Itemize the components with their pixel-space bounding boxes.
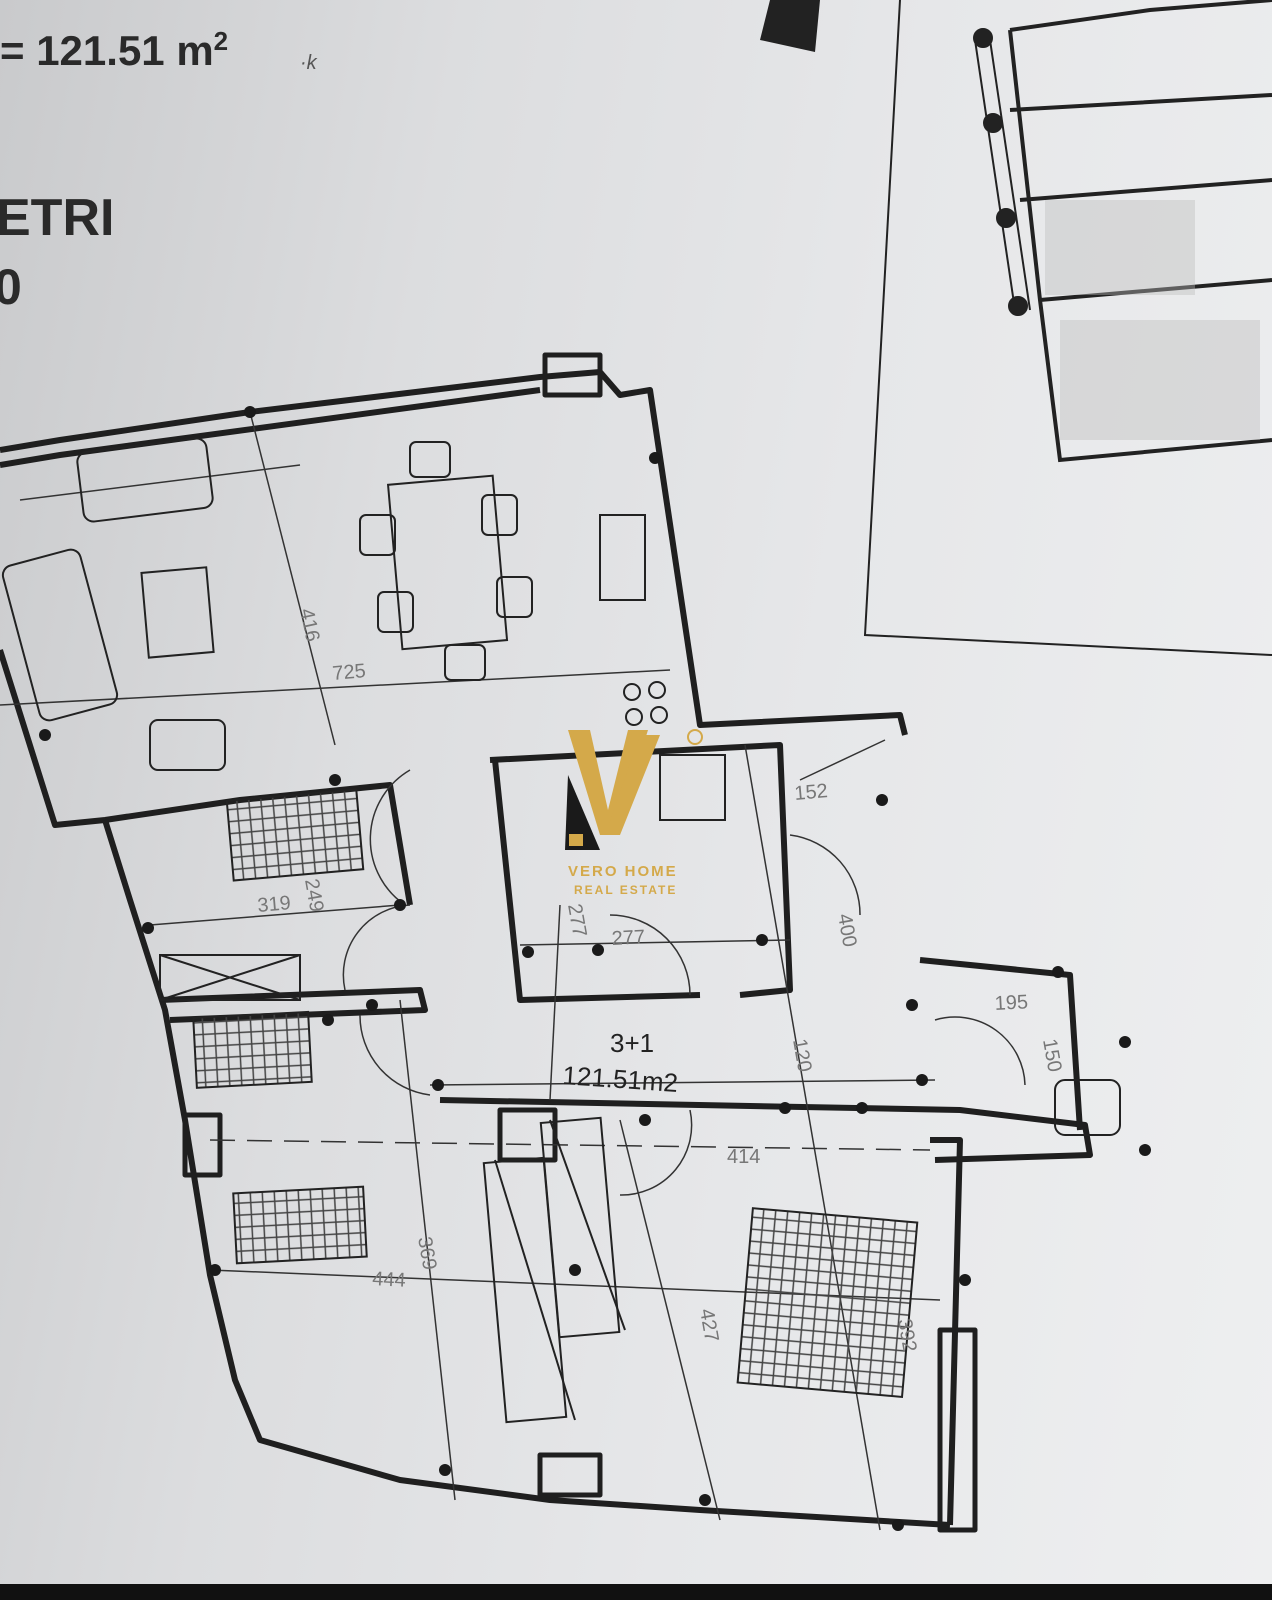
logo-h-stroke-icon [605, 735, 660, 835]
unit-area-label: 121.51m2 [562, 1060, 679, 1098]
bottom-edge [0, 1584, 1272, 1600]
furniture [1, 437, 1121, 1424]
dimension-labels: 416 725 152 277 277 319 249 400 195 150 … [257, 606, 1066, 1353]
dining-table-icon [386, 474, 509, 651]
top-shape [760, 0, 820, 52]
logo-v-icon [568, 730, 648, 835]
area-superscript: 2 [213, 26, 229, 56]
dimension-label: 319 [257, 892, 292, 917]
logo-brand-text: VERO HOME [568, 863, 678, 880]
coffee-table-icon [140, 566, 215, 659]
sofa-icon [76, 437, 214, 523]
interior-lines [0, 411, 1026, 1531]
dimension-label: 152 [794, 780, 829, 805]
unit-type-label: 3+1 [610, 1028, 654, 1058]
shower-icon [659, 754, 726, 821]
logo-tagline-text: REAL ESTATE [574, 883, 677, 897]
registered-icon [687, 729, 703, 745]
bed-icon [192, 1010, 313, 1089]
chair-icon [377, 591, 414, 633]
area-heading: = 121.51 m2 [0, 26, 228, 75]
bed-icon [232, 1185, 368, 1265]
armchair-icon [149, 719, 226, 771]
title-fragment: ETRI [0, 189, 115, 247]
dimension-label: 195 [994, 991, 1028, 1015]
dimension-label: 725 [332, 660, 367, 685]
dimension-label: 277 [563, 902, 590, 939]
chair-icon [481, 494, 518, 536]
dimension-label: 277 [611, 926, 645, 950]
exterior-walls [0, 352, 1093, 1533]
line-fragment: 0 [0, 259, 22, 315]
sofa-icon [1, 548, 119, 722]
dimension-label: 427 [695, 1307, 722, 1344]
bathtub-icon [1054, 1079, 1121, 1136]
handwritten-mark: ·k [300, 52, 317, 74]
dimension-label: 369 [413, 1235, 440, 1272]
dimension-label: 150 [1038, 1037, 1065, 1074]
vero-home-logo: VERO HOME REAL ESTATE [565, 729, 703, 897]
double-bed-icon [736, 1207, 919, 1398]
dimension-label: 400 [833, 912, 860, 949]
column-markers [39, 406, 1151, 1531]
logo-window-icon [569, 834, 583, 846]
wardrobe-icon [159, 954, 626, 1424]
stove-icon [623, 681, 668, 726]
dimension-label: 444 [372, 1268, 406, 1292]
bed-icon [225, 788, 365, 882]
dimension-label: 120 [788, 1037, 815, 1074]
site-plan-inset [863, 0, 1272, 656]
logo-house-icon [565, 775, 600, 850]
chair-icon [359, 514, 396, 556]
dimension-label: 414 [727, 1146, 760, 1168]
sink-icon [599, 514, 646, 601]
chair-icon [496, 576, 533, 618]
dimension-label: 249 [300, 877, 327, 914]
area-value: = 121.51 m [0, 27, 214, 74]
chair-icon [409, 441, 451, 478]
chair-icon [444, 644, 486, 681]
dimension-label: 416 [295, 606, 323, 643]
